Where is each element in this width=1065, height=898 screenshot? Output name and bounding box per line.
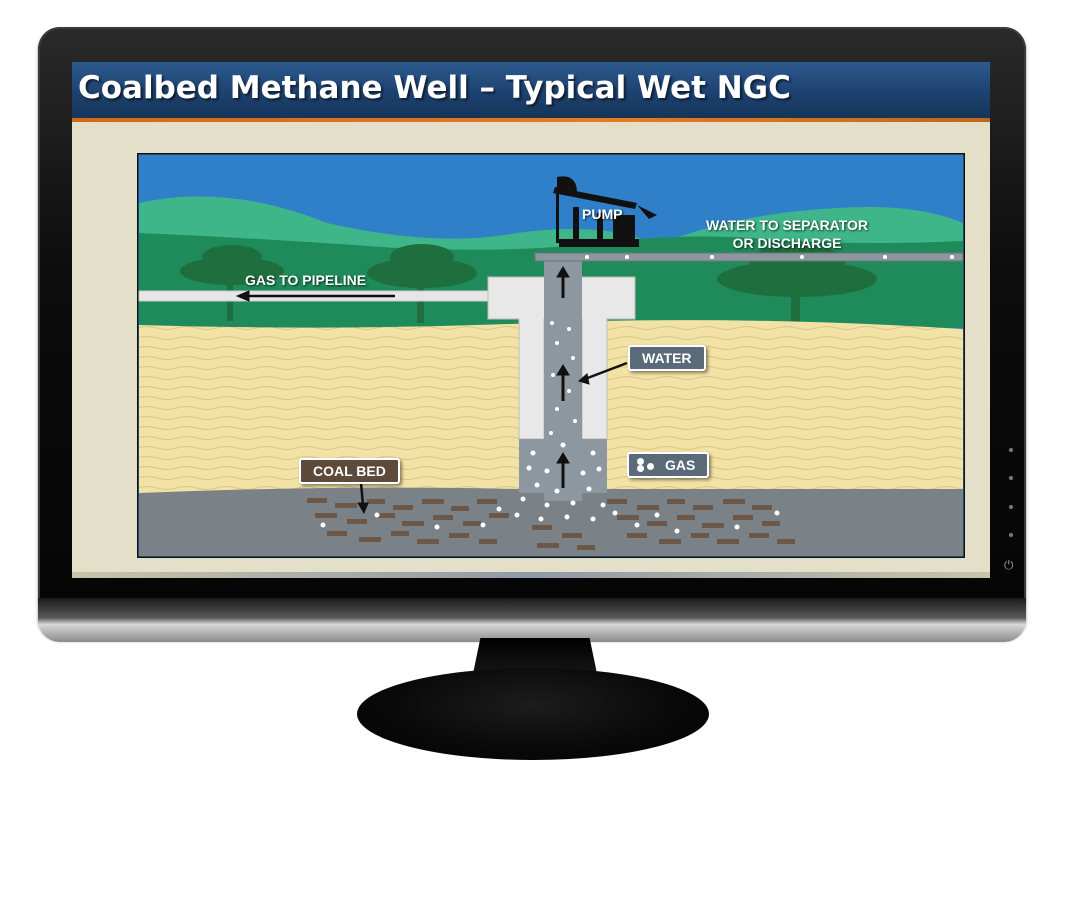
title-divider [72, 118, 990, 122]
arrow-icon [577, 361, 628, 385]
water-to-separator-line1: WATER TO SEPARATOR [706, 217, 869, 233]
arrow-up-icon [556, 452, 570, 488]
arrow-up-icon [556, 266, 570, 298]
arrow-up-icon [556, 364, 570, 401]
water-discharge-line [534, 252, 964, 262]
slide-title: Coalbed Methane Well – Typical Wet NGC [78, 70, 791, 106]
slide-title-bar: Coalbed Methane Well – Typical Wet NGC [72, 62, 990, 118]
slide-footer-stripe [72, 572, 990, 578]
water-to-separator-label: WATER TO SEPARATOR OR DISCHARGE [706, 216, 868, 252]
arrow-icon [357, 482, 369, 515]
water-callout: WATER [628, 345, 706, 371]
gas-bubbles-icon [637, 458, 659, 472]
monitor-stand-base [357, 668, 709, 760]
pump-label: PUMP [582, 206, 623, 222]
gas-callout-text: GAS [665, 457, 696, 473]
coal-bed-callout: COAL BED [299, 458, 400, 484]
monitor-button-dot[interactable] [1009, 505, 1013, 509]
bubbles-in-discharge-line [585, 255, 954, 259]
gas-bubbles-in-tubing [320, 321, 780, 534]
monitor-button-dot[interactable] [1009, 476, 1013, 480]
monitor-button-dot[interactable] [1009, 448, 1013, 452]
gas-callout: GAS [627, 452, 710, 478]
pumpjack-icon [553, 176, 657, 247]
monitor-button-dot[interactable] [1009, 533, 1013, 537]
coalbed-well-diagram [137, 153, 965, 558]
water-to-separator-line2: OR DISCHARGE [732, 235, 842, 251]
arrow-left-icon [235, 290, 395, 302]
gas-to-pipeline-label: GAS TO PIPELINE [245, 272, 367, 288]
coal-bed-bricks [307, 498, 795, 550]
power-icon[interactable]: ⏻ [1004, 558, 1014, 572]
monitor-bottom-bezel [38, 598, 1026, 642]
